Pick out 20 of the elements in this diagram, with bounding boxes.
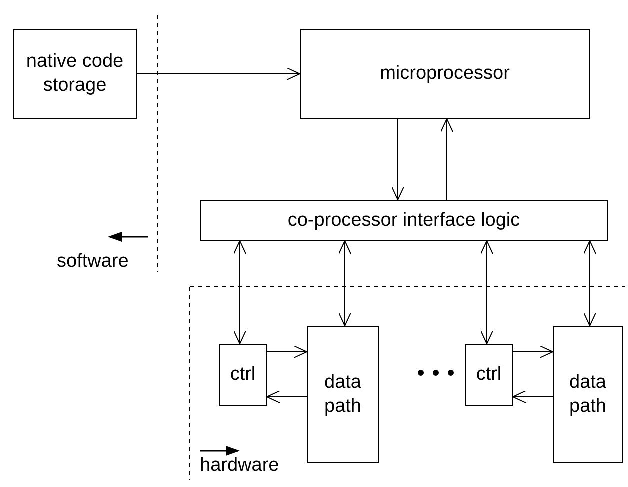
- arrow: [234, 240, 246, 344]
- arrow: [136, 68, 300, 80]
- process-box: data path: [553, 326, 623, 463]
- process-box: ctrl: [219, 344, 267, 406]
- arrow: [584, 240, 596, 326]
- arrow: [480, 240, 494, 344]
- process-box: native code storage: [13, 29, 137, 119]
- process-box: microprocessor: [300, 29, 590, 119]
- arrow: [266, 346, 308, 358]
- arrow: [266, 390, 308, 404]
- process-box: co-processor interface logic: [200, 200, 608, 241]
- process-box: ctrl: [465, 344, 513, 406]
- arrow: [512, 390, 554, 404]
- process-box: data path: [307, 326, 379, 463]
- arrow: [512, 346, 554, 358]
- arrow: [392, 118, 404, 200]
- region-label: hardware: [200, 455, 280, 477]
- arrow: [338, 240, 352, 326]
- region-label: software: [57, 251, 129, 273]
- arrow: [440, 118, 454, 200]
